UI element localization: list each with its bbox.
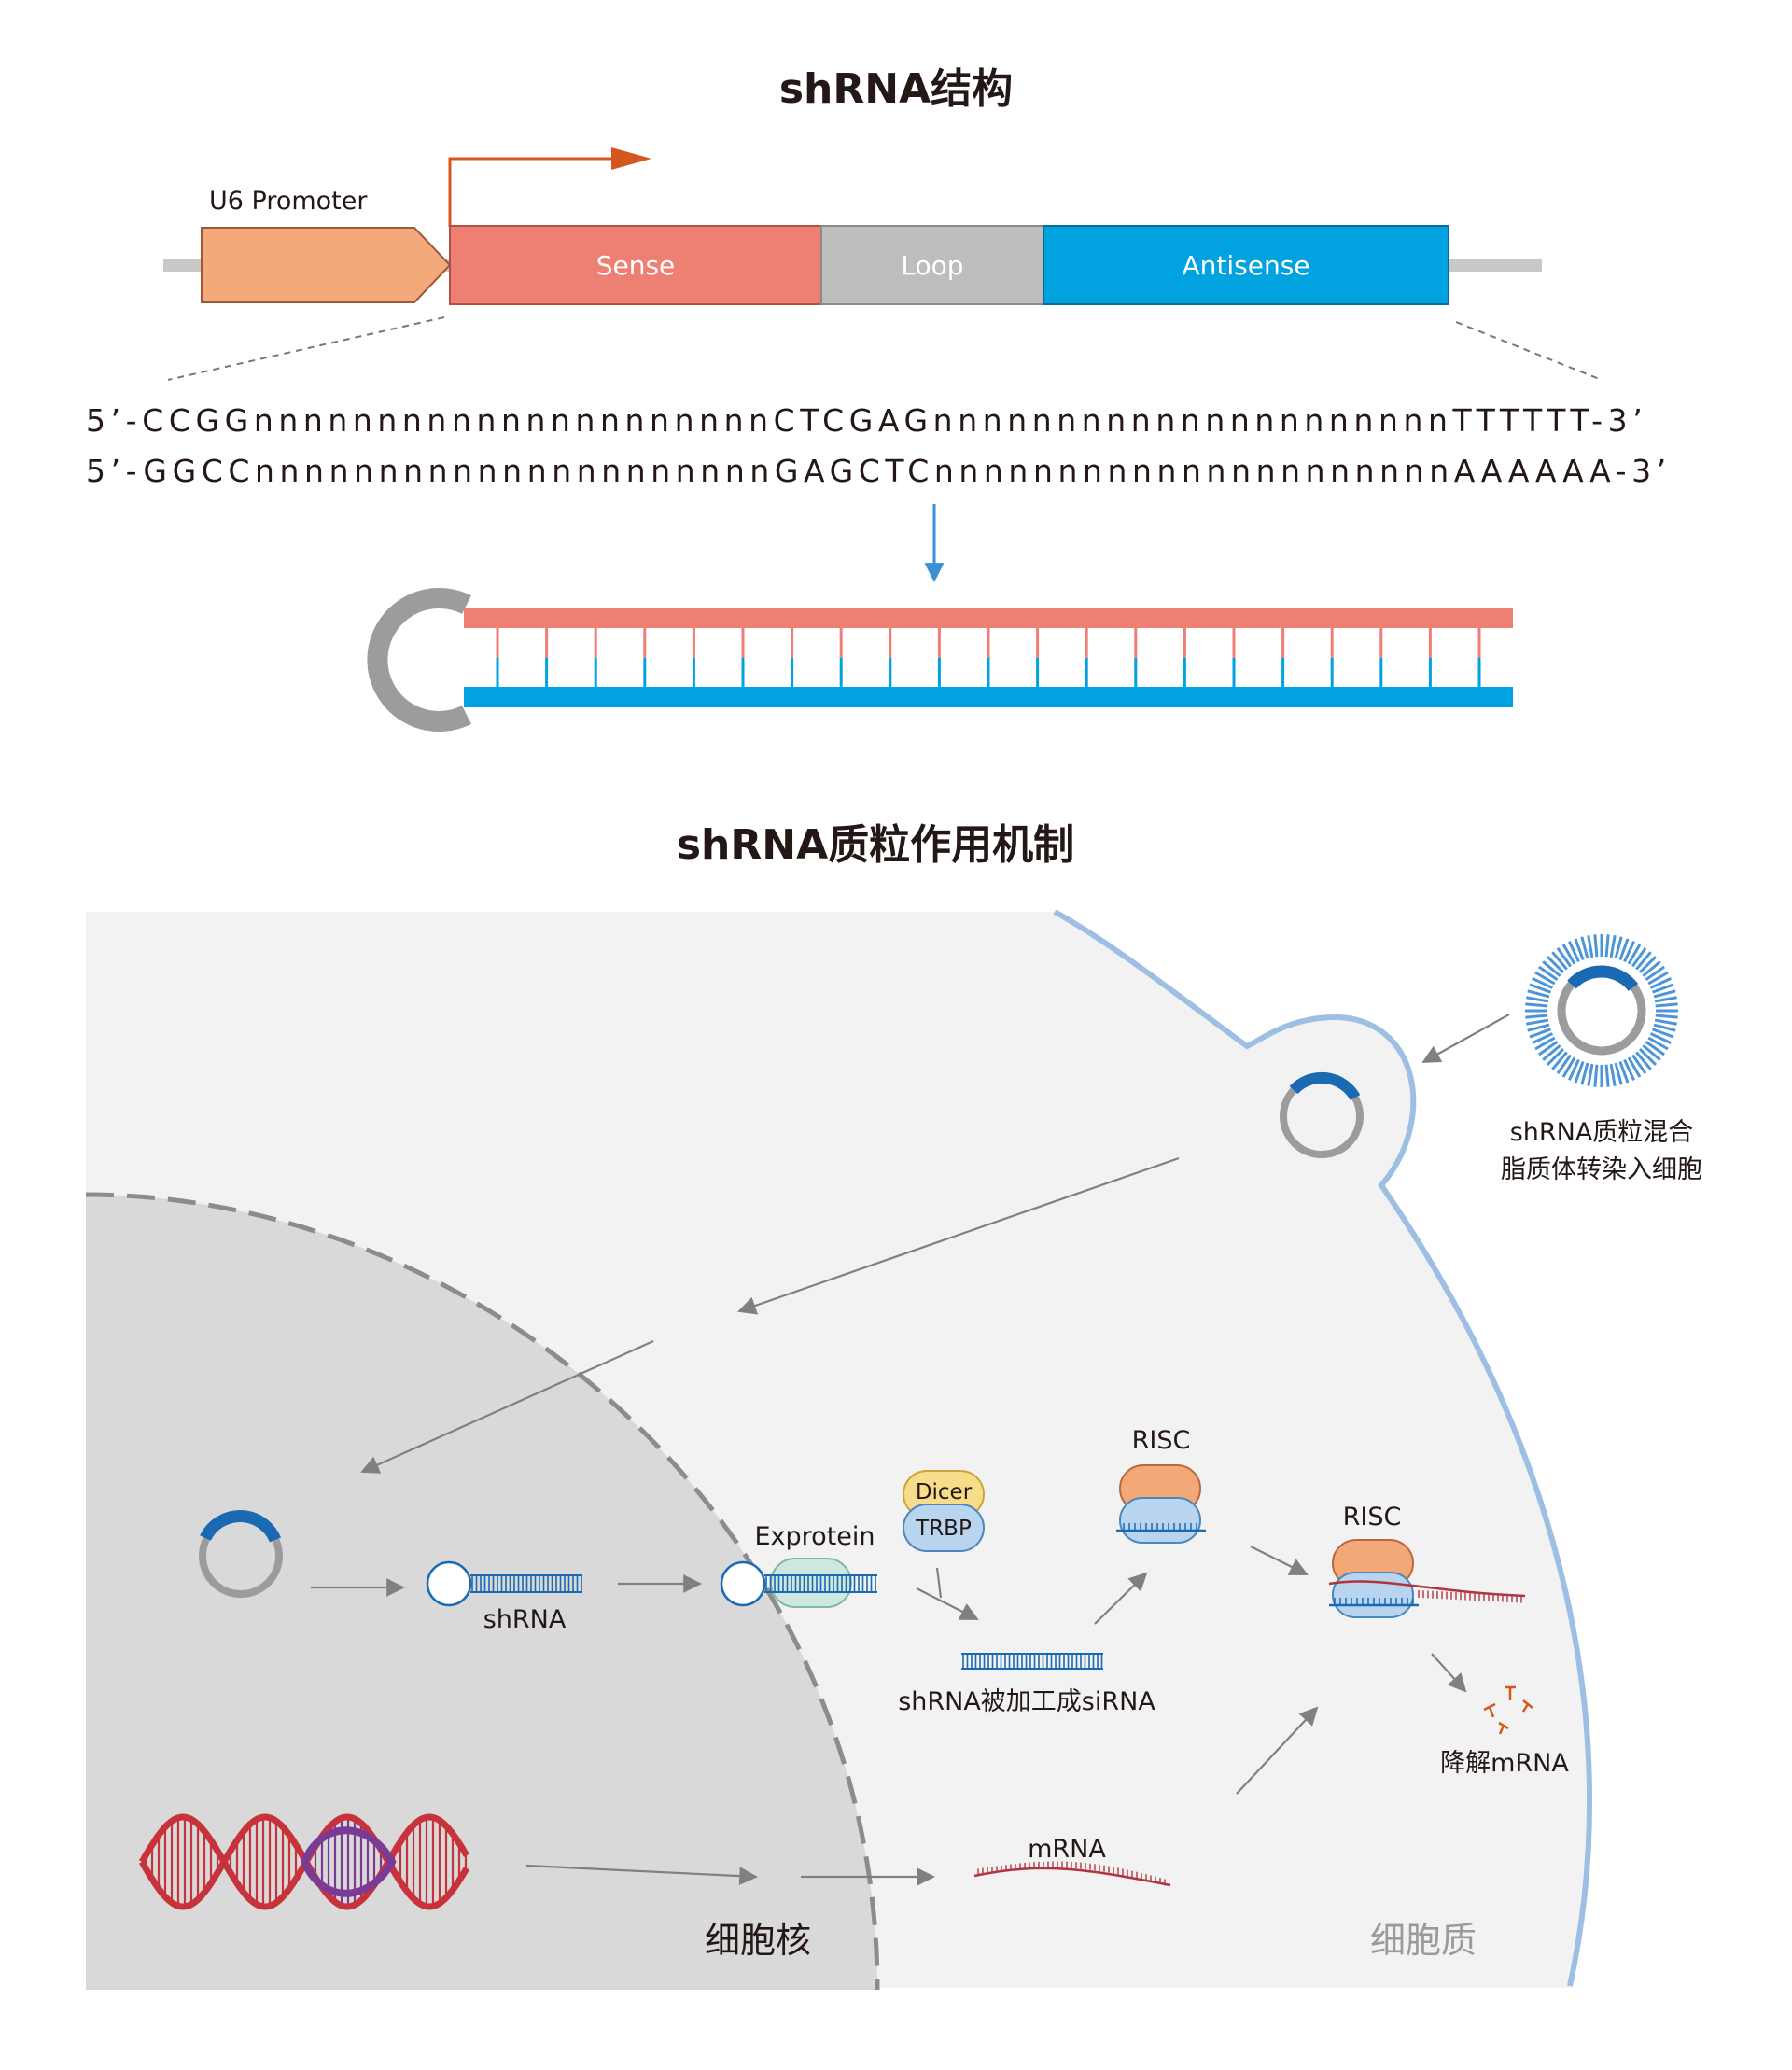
antisense-label: Antisense [1182, 250, 1309, 281]
degraded-mrna-fragments [1483, 1685, 1533, 1735]
trbp-label: TRBP [915, 1517, 972, 1541]
zoom-line-left [167, 316, 445, 381]
dicer-label: Dicer [916, 1480, 973, 1504]
sequence-line-2: 5’-GGCCnnnnnnnnnnnnnnnnnnnnnGAGCTCnnnnnn… [86, 453, 1672, 489]
risc-label-2: RISC [1343, 1503, 1402, 1532]
hairpin-structure [367, 588, 1513, 732]
shrna-icon [426, 1560, 582, 1607]
shrna-label: shRNA [483, 1605, 567, 1634]
cell-membrane [1053, 909, 1592, 1987]
flow-arrows [311, 1014, 1510, 1886]
cytoplasm-label: 细胞质 [1370, 1920, 1477, 1961]
sense-label: Sense [596, 250, 676, 281]
transcription-start-arrow [448, 157, 611, 227]
exprotein-complex [720, 1558, 877, 1608]
risc-label-1: RISC [1132, 1426, 1191, 1455]
antisense-block [1043, 225, 1449, 305]
transfection-label-1: shRNA质粒混合 [1510, 1118, 1694, 1147]
degrade-label: 降解mRNA [1440, 1749, 1569, 1778]
endosome-plasmid [1280, 1071, 1364, 1158]
structure-title: shRNA结构 [779, 65, 1013, 113]
nuclear-envelope [85, 1192, 880, 1991]
nucleus-label: 细胞核 [705, 1920, 811, 1961]
sirna-icon [961, 1653, 1103, 1670]
u6-promoter-label: U6 Promoter [209, 187, 368, 216]
loop-block [820, 225, 1044, 305]
sequence-line-1: 5’-CCGGnnnnnnnnnnnnnnnnnnnnnCTCGAGnnnnnn… [86, 402, 1647, 439]
risc-complex-1 [1116, 1464, 1206, 1544]
zoom-line-right [1455, 321, 1603, 381]
mrna-label: mRNA [1028, 1835, 1106, 1864]
mrna-strand [973, 1861, 1171, 1887]
u6-promoter-block [201, 227, 452, 303]
nuclear-plasmid [199, 1510, 283, 1598]
risc-complex-2 [1328, 1539, 1526, 1618]
processed-label: shRNA被加工成siRNA [898, 1687, 1155, 1716]
trbp-shape [903, 1504, 985, 1552]
dna-helix [138, 1813, 470, 1910]
liposome [1525, 934, 1678, 1087]
exprotein-label: Exprotein [754, 1522, 875, 1551]
mechanism-title: shRNA质粒作用机制 [677, 821, 1074, 869]
dicer-trbp-complex [903, 1470, 985, 1552]
transfection-label-2: 脂质体转染入细胞 [1501, 1155, 1702, 1184]
loop-label: Loop [901, 250, 963, 281]
